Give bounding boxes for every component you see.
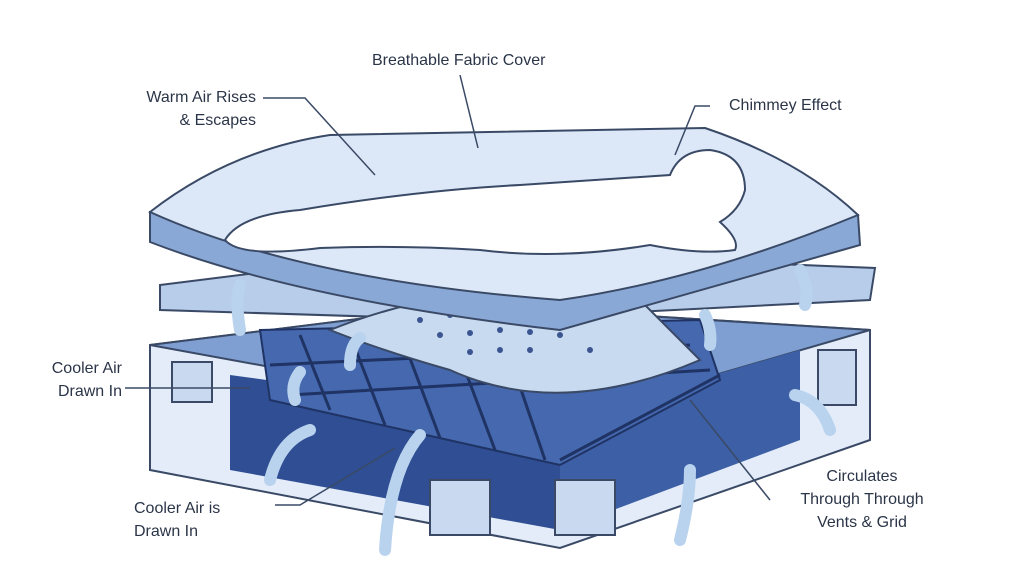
sleeping-person — [223, 148, 747, 255]
label-line: Drawn In — [57, 383, 122, 400]
label-cooler-air-bottom: Cooler Air is Drawn In — [134, 497, 220, 543]
leader-lines — [125, 74, 771, 506]
airflow-arrows — [231, 264, 836, 556]
label-cooler-air-left: Cooler Air Drawn In — [10, 357, 122, 403]
label-warm-air: Warm Air Rises & Escapes — [100, 86, 256, 132]
label-line: Vents & Grid — [817, 514, 907, 531]
label-line: Circulates — [826, 468, 898, 485]
label-line: Drawn In — [134, 523, 199, 540]
label-breathable-fabric-cover: Breathable Fabric Cover — [372, 52, 546, 69]
label-circulates: Circulates Through Through Vents & Grid — [778, 465, 946, 534]
vent-grille — [171, 349, 857, 536]
label-line: & Escapes — [179, 112, 256, 129]
label-line: Through Through — [800, 491, 924, 508]
label-line: Warm Air Rises — [146, 89, 256, 106]
label-line: Cooler Air is — [134, 500, 221, 517]
label-line: Cooler Air — [51, 360, 122, 377]
label-chimney-effect: Chimmey Effect — [729, 97, 842, 114]
